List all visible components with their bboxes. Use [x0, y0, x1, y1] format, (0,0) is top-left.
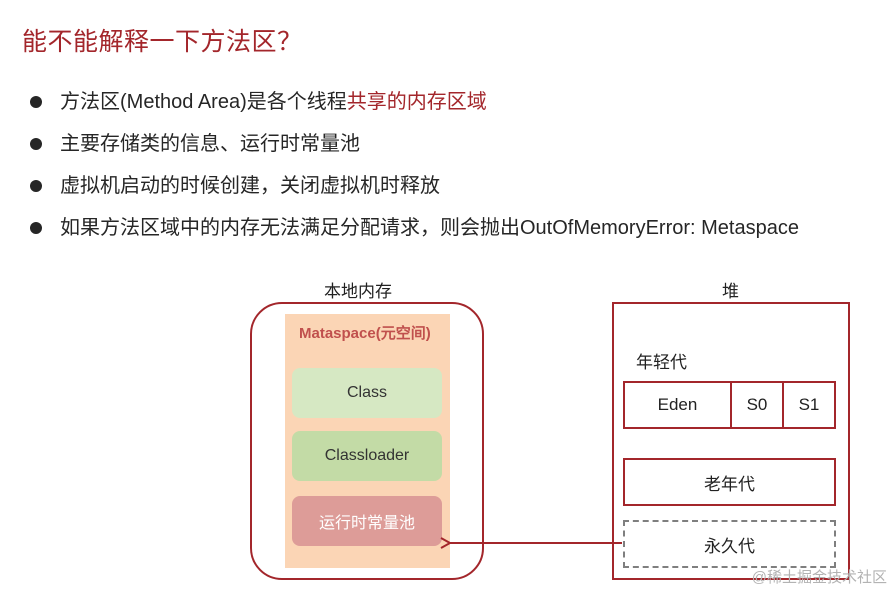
bullet-text: 方法区(Method Area)是各个线程 — [60, 91, 347, 113]
bullet-item: 方法区(Method Area)是各个线程共享的内存区域 — [30, 84, 799, 126]
metaspace-class: Class — [292, 368, 442, 418]
bullet-dot-icon — [30, 138, 42, 150]
bullet-list: 方法区(Method Area)是各个线程共享的内存区域 主要存储类的信息、运行… — [30, 84, 799, 252]
heap-box — [612, 302, 850, 580]
young-gen-row: Eden S0 S1 — [623, 381, 836, 429]
bullet-item: 虚拟机启动的时候创建，关闭虚拟机时释放 — [30, 168, 799, 210]
bullet-item: 如果方法区域中的内存无法满足分配请求，则会抛出OutOfMemoryError:… — [30, 210, 799, 252]
bullet-dot-icon — [30, 96, 42, 108]
bullet-item: 主要存储类的信息、运行时常量池 — [30, 126, 799, 168]
metaspace-title: Mataspace(元空间) — [299, 325, 431, 342]
eden-cell: Eden — [657, 395, 698, 414]
perm-gen-box: 永久代 — [623, 520, 836, 568]
watermark: @稀土掘金技术社区 — [751, 569, 887, 586]
bullet-highlight: 共享的内存区域 — [346, 91, 487, 113]
native-memory-label: 本地内存 — [324, 282, 392, 301]
old-gen-box: 老年代 — [623, 458, 836, 506]
bullet-text: 主要存储类的信息、运行时常量池 — [60, 133, 360, 155]
bullet-dot-icon — [30, 180, 42, 192]
metaspace-constant-pool: 运行时常量池 — [292, 496, 442, 546]
young-gen-label: 年轻代 — [636, 353, 687, 372]
heap-label: 堆 — [722, 282, 739, 301]
page-title: 能不能解释一下方法区？ — [22, 28, 303, 56]
native-memory-box — [250, 302, 484, 580]
s1-cell: S1 — [782, 383, 834, 427]
metaspace-classloader: Classloader — [292, 431, 442, 481]
bullet-text: 虚拟机启动的时候创建，关闭虚拟机时释放 — [60, 175, 440, 197]
s0-cell: S0 — [730, 383, 782, 427]
metaspace-box: Mataspace(元空间) Class Classloader 运行时常量池 — [285, 314, 450, 568]
bullet-text: 如果方法区域中的内存无法满足分配请求，则会抛出OutOfMemoryError:… — [60, 217, 799, 239]
bullet-dot-icon — [30, 222, 42, 234]
